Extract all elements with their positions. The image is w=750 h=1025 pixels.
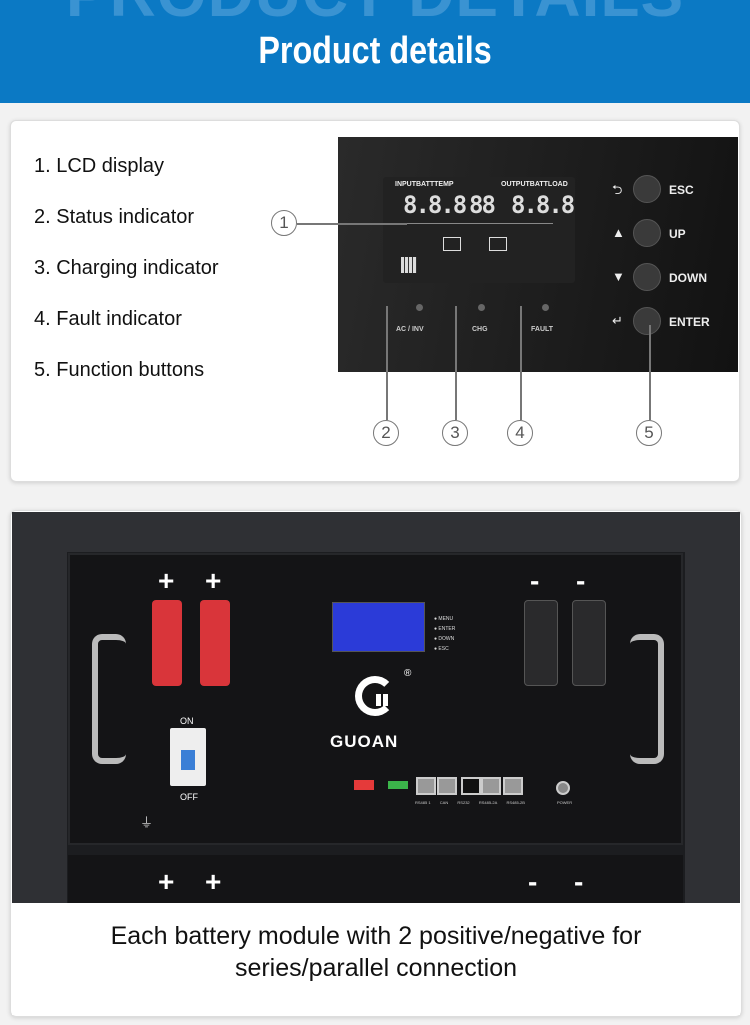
positive-terminal[interactable] [200,600,230,686]
lcd-input-label: INPUTBATTTEMP [395,181,454,188]
bms-down-button[interactable]: ● DOWN [434,636,455,642]
feature-item: 5. Function buttons [34,359,205,381]
right-handle[interactable] [630,634,664,764]
feature-item: 3. Charging indicator [34,257,219,279]
esc-label: ESC [669,183,694,197]
brand-name: GUOAN [330,732,399,751]
fault-led [542,304,549,311]
rs232-port[interactable] [461,777,481,795]
rs485-1-port[interactable] [416,777,436,795]
lcd-display: INPUTBATTTEMP OUTPUTBATTLOAD 8.8.8 88 8.… [383,177,575,283]
dip-switch[interactable] [354,780,374,790]
caption-line-1: Each battery module with 2 positive/nega… [110,922,642,950]
lcd-output-digits: 8.8.8 [511,191,575,219]
bms-buttons: ● MENU ● ENTER ● DOWN ● ESC [434,614,455,654]
up-button[interactable] [633,219,661,247]
feature-list: 1. LCD display 2. Status indicator 3. Ch… [34,155,219,410]
caption-line-2: series/parallel connection [234,954,518,982]
charging-led-label: CHG [472,326,488,333]
charging-led [478,304,485,311]
status-led [416,304,423,311]
power-label: POWER [557,800,573,805]
positive-sign: + [158,565,175,596]
power-button[interactable] [556,781,570,795]
down-label: DOWN [669,271,707,285]
header-watermark: PRODUCT DETAILS [0,0,750,26]
esc-button[interactable] [633,175,661,203]
left-handle[interactable] [92,634,126,764]
header-banner: PRODUCT DETAILS Product details [0,0,750,103]
callout-3: 3 [442,420,468,446]
triangle-up-icon: ▲ [612,225,625,240]
rs485-2a-port[interactable] [481,777,501,795]
circuit-breaker[interactable] [170,728,206,786]
feature-item: 1. LCD display [34,155,165,177]
rs485-2b-port[interactable] [503,777,523,795]
callout-5: 5 [636,420,662,446]
return-icon: ⮌ [612,182,623,197]
bms-lcd-screen [332,602,425,652]
callout-1: 1 [271,210,297,236]
page-title: Product details [258,30,492,72]
fault-led-label: FAULT [531,326,554,333]
up-label: UP [669,227,686,241]
breaker-off-label: OFF [180,792,198,802]
negative-terminal[interactable] [524,600,558,686]
caption-area [12,903,740,1015]
dry-contact-terminal [388,781,408,789]
status-led-label: AC / INV [396,326,424,333]
breaker-on-label: ON [180,716,194,726]
negative-sign: - [528,866,538,897]
enter-label: ENTER [669,315,710,329]
lcd-output-label: OUTPUTBATTLOAD [501,181,568,188]
can-port[interactable] [437,777,457,795]
positive-sign: + [205,565,222,596]
negative-sign: - [574,866,584,897]
positive-sign: + [205,866,222,897]
negative-sign: - [530,565,540,596]
bms-esc-button[interactable]: ● ESC [434,646,449,652]
caption: Each battery module with 2 positive/nega… [12,920,740,984]
feature-item: 2. Status indicator [34,206,195,228]
lcd-mid-digits: 88 [469,191,496,219]
down-button[interactable] [633,263,661,291]
bms-menu-button[interactable]: ● MENU [434,616,454,622]
feature-item: 4. Fault indicator [34,308,182,330]
second-module [68,855,683,903]
positive-sign: + [158,866,175,897]
solar-panel-icon [401,257,417,273]
lcd-input-digits: 8.8.8 [403,191,467,219]
bms-enter-button[interactable]: ● ENTER [434,626,456,632]
control-panel-image: INPUTBATTTEMP OUTPUTBATTLOAD 8.8.8 88 8.… [338,137,738,372]
inverter-icon [443,237,461,251]
positive-terminal[interactable] [152,600,182,686]
callout-2: 2 [373,420,399,446]
negative-sign: - [576,565,586,596]
registered-mark: ® [404,668,412,679]
enter-icon: ↵ [612,313,623,328]
callout-4: 4 [507,420,533,446]
negative-terminal[interactable] [572,600,606,686]
guoan-logo-icon [346,676,404,724]
enter-button[interactable] [633,307,661,335]
triangle-down-icon: ▼ [612,269,625,284]
inverter-icon [489,237,507,251]
ground-icon: ⏚ [140,815,154,830]
